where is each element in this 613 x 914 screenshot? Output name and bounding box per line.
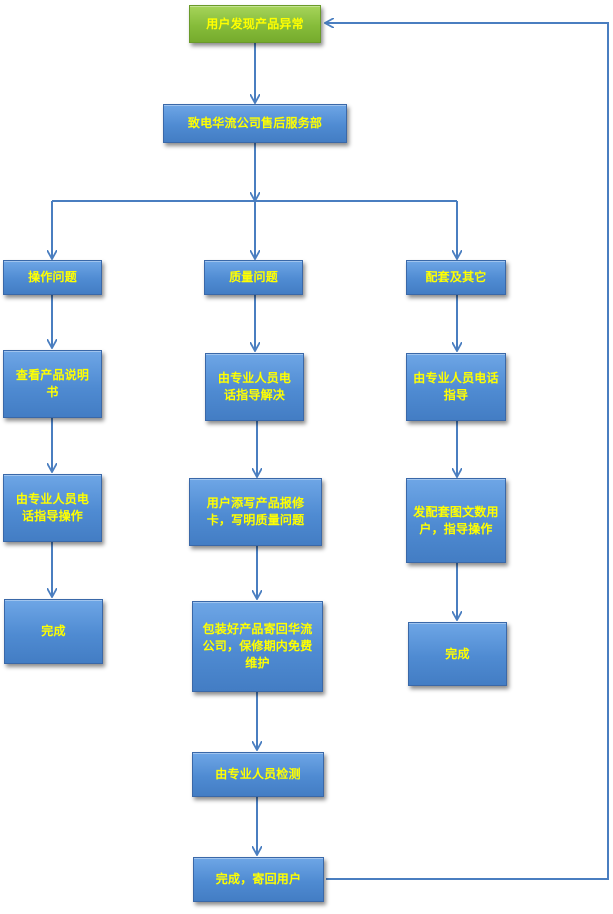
node-read-manual: 查看产品说明书 bbox=[3, 350, 102, 418]
node-operation-issue: 操作问题 bbox=[3, 260, 102, 295]
node-pack-send: 包装好产品寄回华流公司，保修期内免费维护 bbox=[192, 601, 323, 692]
node-done-return: 完成，寄回用户 bbox=[193, 857, 324, 902]
node-service-dept: 致电华流公司售后服务部 bbox=[163, 104, 347, 143]
node-quality-issue: 质量问题 bbox=[204, 260, 303, 295]
node-start: 用户发现产品异常 bbox=[189, 5, 321, 43]
node-guide-solve: 由专业人员电话指导解决 bbox=[205, 353, 304, 421]
node-done-left: 完成 bbox=[4, 599, 103, 664]
node-inspect: 由专业人员检测 bbox=[192, 752, 324, 797]
connector-return-loop bbox=[326, 23, 609, 880]
node-fill-card: 用户添写产品报修卡，写明质量问题 bbox=[189, 478, 322, 546]
node-guide-operation: 由专业人员电话指导操作 bbox=[3, 474, 102, 542]
node-guide-phone: 由专业人员电话指导 bbox=[406, 353, 506, 421]
node-accessories-other: 配套及其它 bbox=[406, 260, 506, 295]
node-send-docs: 发配套图文数用户，指导操作 bbox=[406, 478, 506, 563]
node-done-right: 完成 bbox=[408, 622, 507, 686]
